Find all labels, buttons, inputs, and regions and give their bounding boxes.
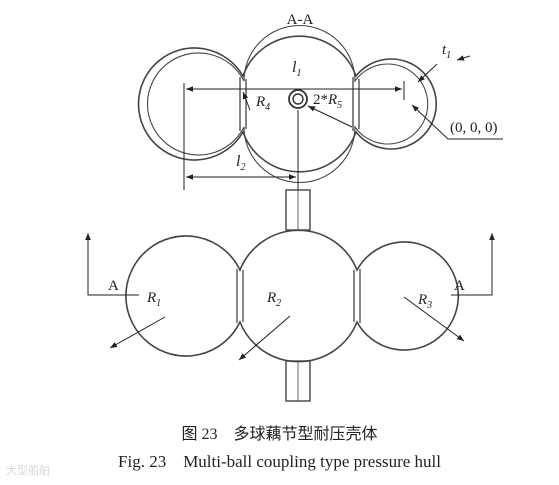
leader-r1: [109, 316, 166, 349]
hatch-trunk-top: [285, 189, 311, 231]
caption-english: Fig. 23 Multi-ball coupling type pressur…: [118, 452, 441, 471]
section-arrow-right: [451, 233, 495, 296]
caption-chinese: 图 23 多球藕节型耐压壳体: [181, 426, 378, 443]
label-r3: R3: [417, 292, 432, 311]
watermark: 大型船舶: [6, 464, 50, 477]
section-arrow-left: [85, 233, 139, 296]
section-label-right: A: [454, 278, 465, 294]
label-t1: t1: [442, 42, 451, 61]
dimension-l2: [186, 110, 299, 190]
leader-r3: [403, 296, 465, 342]
label-l2: l2: [236, 153, 245, 173]
leader-r5: [307, 105, 353, 128]
label-l1: l1: [292, 59, 301, 79]
hatch-trunk-bottom: [285, 360, 311, 402]
leader-t1: [417, 55, 471, 83]
bottom-hull-outline: [125, 229, 460, 363]
label-r1: R1: [146, 290, 161, 309]
label-r5: 2*R5: [313, 92, 342, 111]
leader-r2: [238, 315, 291, 361]
section-label-left: A: [108, 278, 119, 294]
label-origin: (0, 0, 0): [450, 120, 498, 136]
leader-origin: [411, 104, 503, 140]
leader-r4: [242, 91, 251, 111]
dimension-l1: [183, 81, 405, 190]
top-hull-outline: [137, 25, 438, 183]
label-r4: R4: [255, 94, 270, 113]
section-title: A-A: [287, 12, 314, 28]
label-r2: R2: [266, 290, 281, 309]
hatch-ring: [288, 89, 308, 109]
